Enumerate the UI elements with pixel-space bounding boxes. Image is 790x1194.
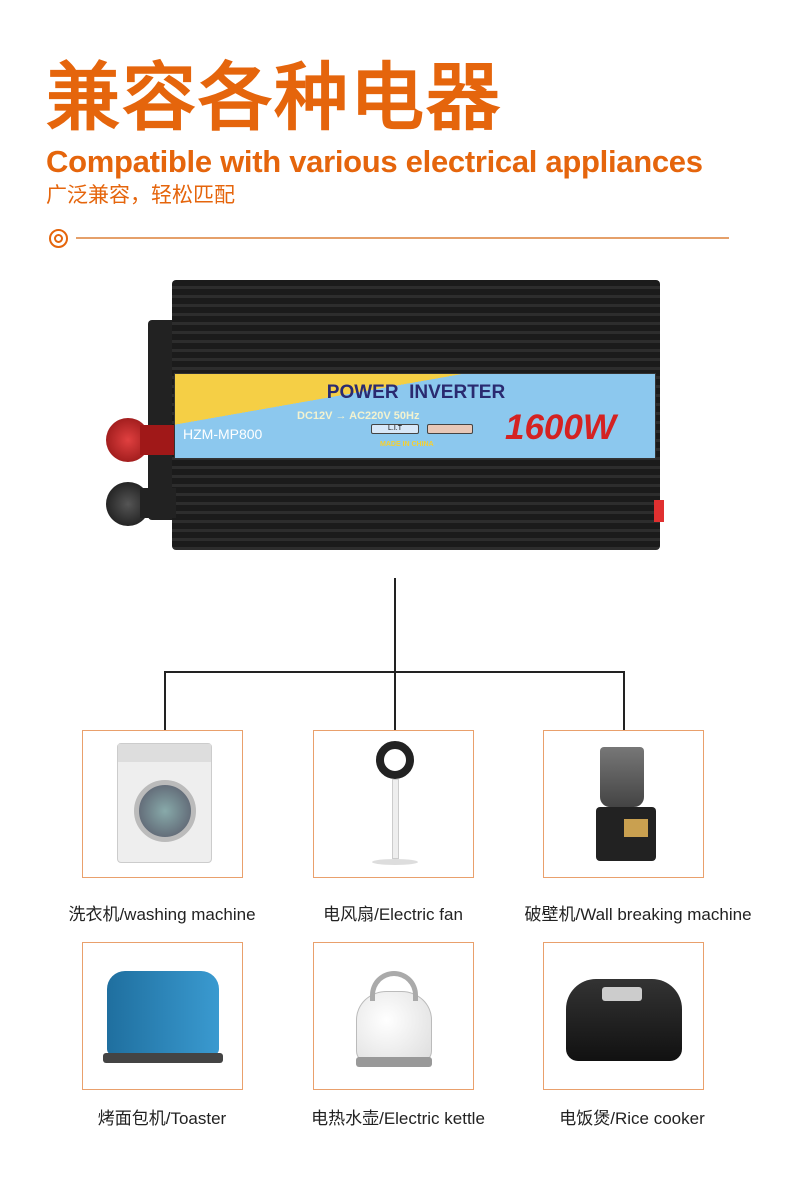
appliance-card-kettle — [313, 942, 474, 1090]
appliance-card-blender — [543, 730, 704, 878]
washing-machine-icon — [117, 743, 212, 863]
appliance-card-fan — [313, 730, 474, 878]
ring-icon — [49, 229, 68, 248]
subtitle-chinese: 广泛兼容，轻松匹配 — [46, 184, 235, 207]
kettle-icon — [314, 943, 474, 1091]
model-number: HZM-MP800 — [183, 426, 263, 442]
power-switch — [654, 500, 664, 522]
rice-cooker-icon — [544, 943, 704, 1091]
fan-icon — [314, 731, 474, 879]
inverter-label: POWER INVERTER DC12V → AC220V 50Hz L.I.T… — [174, 373, 656, 459]
blender-icon — [544, 731, 704, 879]
appliance-label: 电饭煲/Rice cooker — [559, 1109, 705, 1128]
label-spec: DC12V → AC220V 50Hz — [297, 410, 420, 422]
appliance-label: 电热水壶/Electric kettle — [311, 1109, 485, 1128]
subtitle-english: Compatible with various electrical appli… — [46, 144, 703, 179]
divider — [76, 237, 729, 239]
appliance-card-toaster — [82, 942, 243, 1090]
positive-terminal-base — [140, 425, 176, 455]
wattage: 1600W — [505, 408, 616, 447]
appliance-card-washing-machine — [82, 730, 243, 878]
appliance-label: 电风扇/Electric fan — [323, 905, 463, 924]
lit-badge: L.I.T — [371, 424, 419, 434]
made-in: MADE IN CHINA — [380, 441, 434, 448]
indicator — [427, 424, 473, 434]
negative-terminal-base — [140, 488, 176, 518]
toaster-icon — [83, 943, 243, 1091]
label-title: POWER INVERTER — [326, 382, 506, 403]
appliance-label: 破壁机/Wall breaking machine — [524, 905, 752, 924]
appliance-label: 洗衣机/washing machine — [68, 905, 256, 924]
appliance-card-rice-cooker — [543, 942, 704, 1090]
appliance-label: 烤面包机/Toaster — [97, 1109, 227, 1128]
page-title: 兼容各种电器 — [46, 56, 502, 139]
